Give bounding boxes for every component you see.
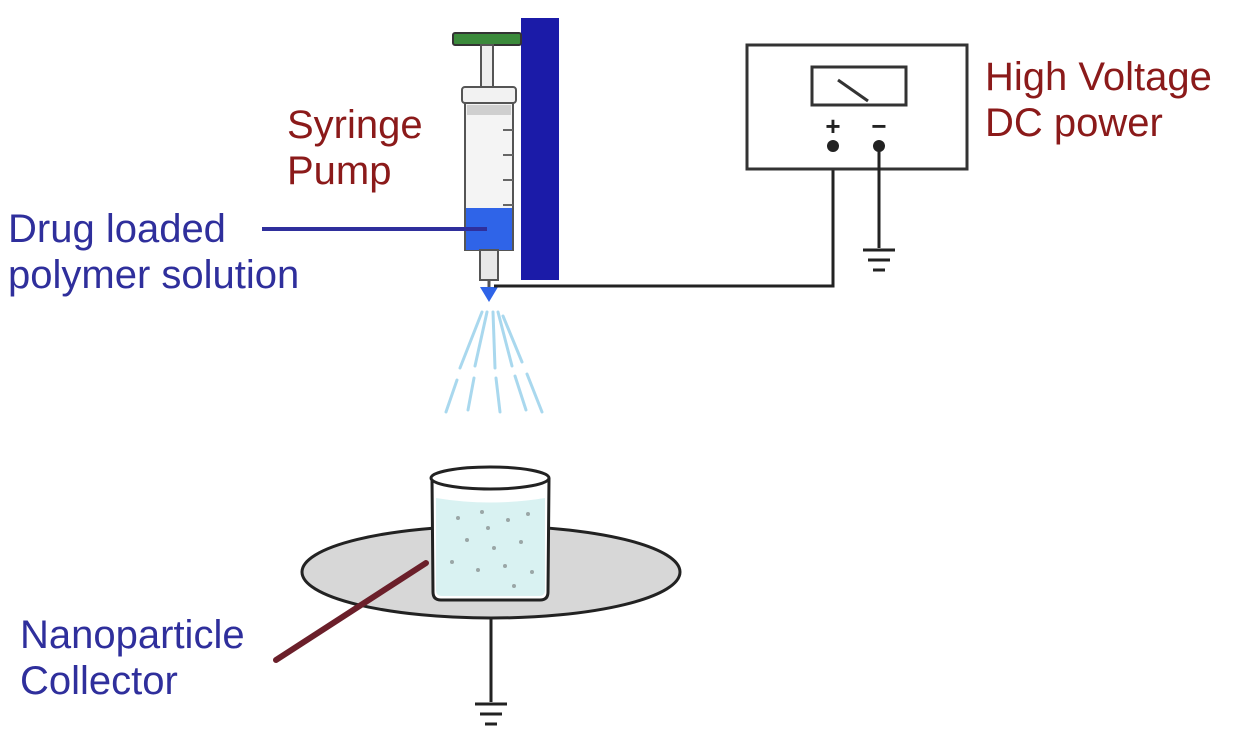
plus-terminal-label: + [825, 111, 840, 141]
collector-ground-symbol [475, 702, 507, 726]
nanoparticles [450, 510, 534, 588]
plunger-flange [461, 86, 517, 104]
drug-solution-label-line-2: polymer solution [8, 253, 300, 297]
syringe-pump-bar [521, 18, 559, 280]
syringe-pump-label: Syringe Pump [287, 102, 423, 194]
drug-solution-label-line-1: Drug loaded [8, 207, 226, 251]
plunger-rod [480, 44, 494, 88]
graduation-marks [503, 129, 513, 206]
plunger-cap [452, 32, 522, 46]
power-supply-box [745, 43, 969, 171]
needle-hub [479, 249, 499, 281]
collector-leader [273, 560, 429, 663]
meter-needle [837, 78, 869, 103]
spray-jets [444, 310, 544, 414]
minus-terminal-label: − [871, 111, 886, 141]
voltmeter [810, 65, 908, 107]
beaker-rim [429, 465, 551, 491]
high-voltage-wire [494, 146, 835, 288]
taylor-cone [480, 287, 498, 302]
power-supply-label: High Voltage DC power [985, 54, 1212, 146]
drug-solution-label: Drug loaded polymer solution [8, 206, 299, 298]
collector-label-line-2: Collector [20, 659, 178, 703]
syringe-pump-label-line-1: Syringe [287, 103, 423, 147]
collector-label-line-1: Nanoparticle [20, 613, 245, 657]
power-ground-symbol [863, 248, 895, 272]
collector-label: Nanoparticle Collector [20, 612, 245, 704]
power-supply-label-line-1: High Voltage [985, 55, 1212, 99]
syringe-pump-label-line-2: Pump [287, 149, 392, 193]
plus-terminal-dot [827, 140, 839, 152]
collector-liquid [436, 498, 545, 596]
power-supply-label-line-2: DC power [985, 101, 1163, 145]
plunger-seal [467, 105, 511, 115]
